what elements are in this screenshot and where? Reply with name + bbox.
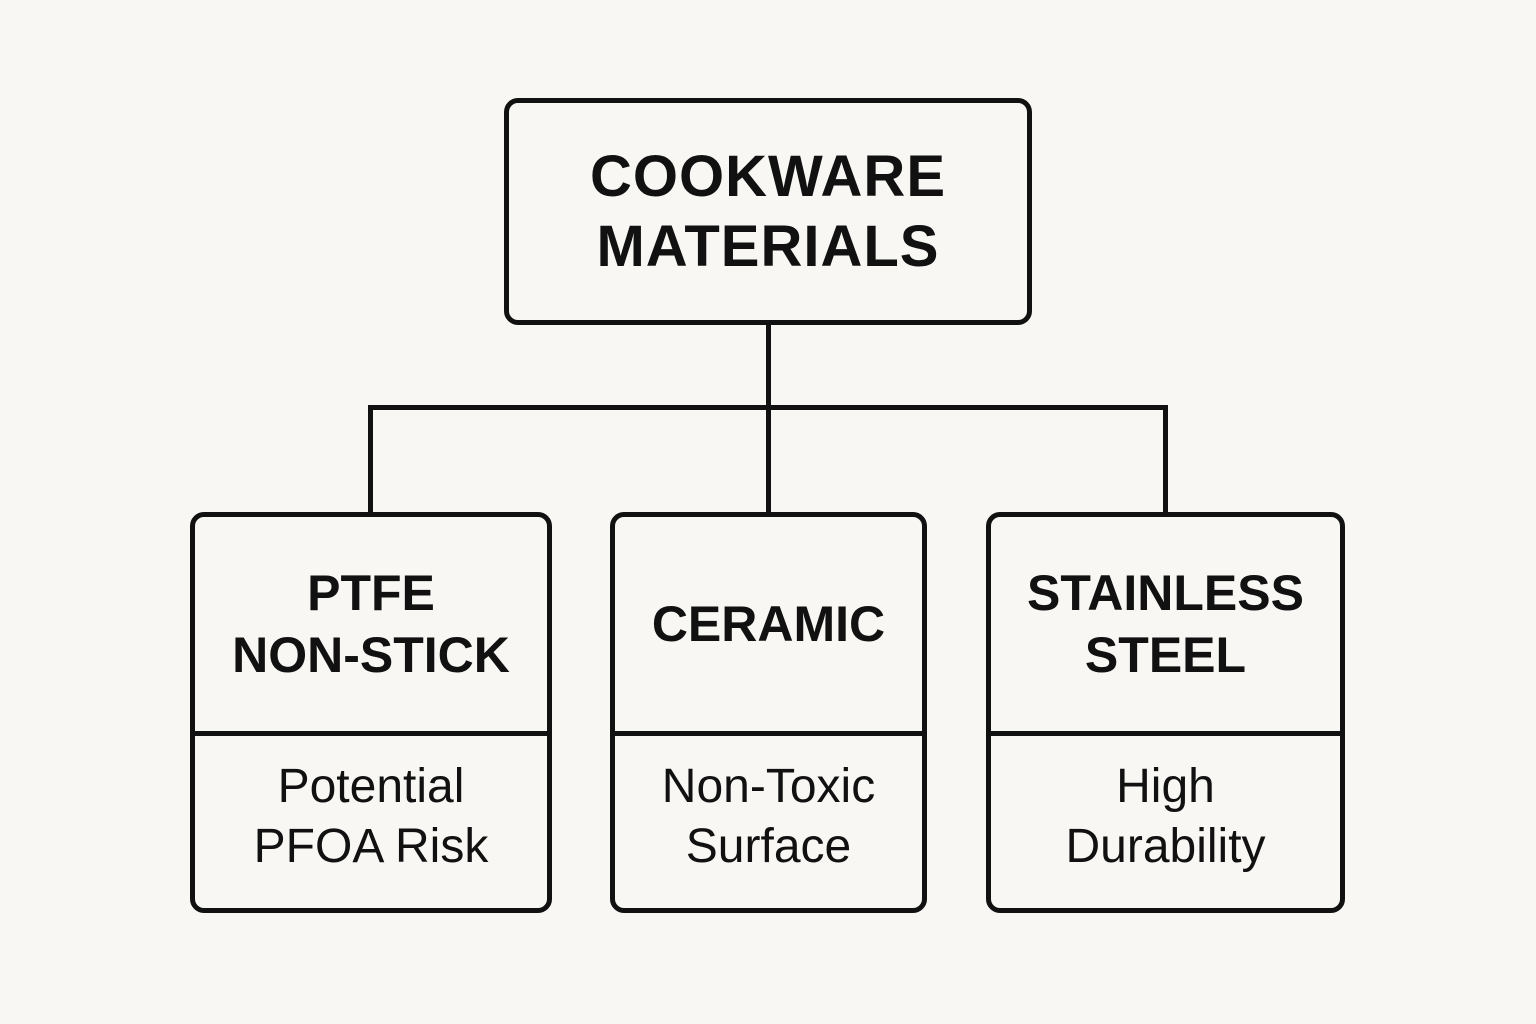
node-desc-line: High — [1116, 760, 1215, 813]
node-title-line: CERAMIC — [651, 596, 886, 652]
node-title: STAINLESS STEEL — [991, 517, 1340, 736]
connector-left — [368, 405, 373, 515]
node-description: Non-Toxic Surface — [615, 736, 922, 908]
root-title-line1: COOKWARE — [590, 143, 946, 209]
connector-middle — [766, 405, 771, 515]
node-title: PTFE NON-STICK — [195, 517, 547, 736]
node-ceramic: CERAMIC Non-Toxic Surface — [610, 512, 927, 913]
node-description: High Durability — [991, 736, 1340, 908]
connector-right — [1163, 405, 1168, 515]
node-desc-line: Surface — [685, 820, 852, 873]
node-title-line: STEEL — [1084, 627, 1247, 683]
node-desc-line: PFOA Risk — [253, 820, 489, 873]
node-description: Potential PFOA Risk — [195, 736, 547, 908]
node-desc-line: Non-Toxic — [661, 760, 876, 813]
node-desc-line: Potential — [277, 760, 465, 813]
connector-root-down — [766, 323, 771, 410]
node-title: CERAMIC — [615, 517, 922, 736]
node-title-line: PTFE — [307, 565, 435, 621]
node-title-line: STAINLESS — [1027, 565, 1304, 621]
root-node: COOKWARE MATERIALS — [504, 98, 1032, 325]
root-title-line2: MATERIALS — [596, 213, 940, 279]
node-title-line: NON-STICK — [232, 627, 510, 683]
node-ptfe-non-stick: PTFE NON-STICK Potential PFOA Risk — [190, 512, 552, 913]
node-desc-line: Durability — [1065, 820, 1266, 873]
node-stainless-steel: STAINLESS STEEL High Durability — [986, 512, 1345, 913]
